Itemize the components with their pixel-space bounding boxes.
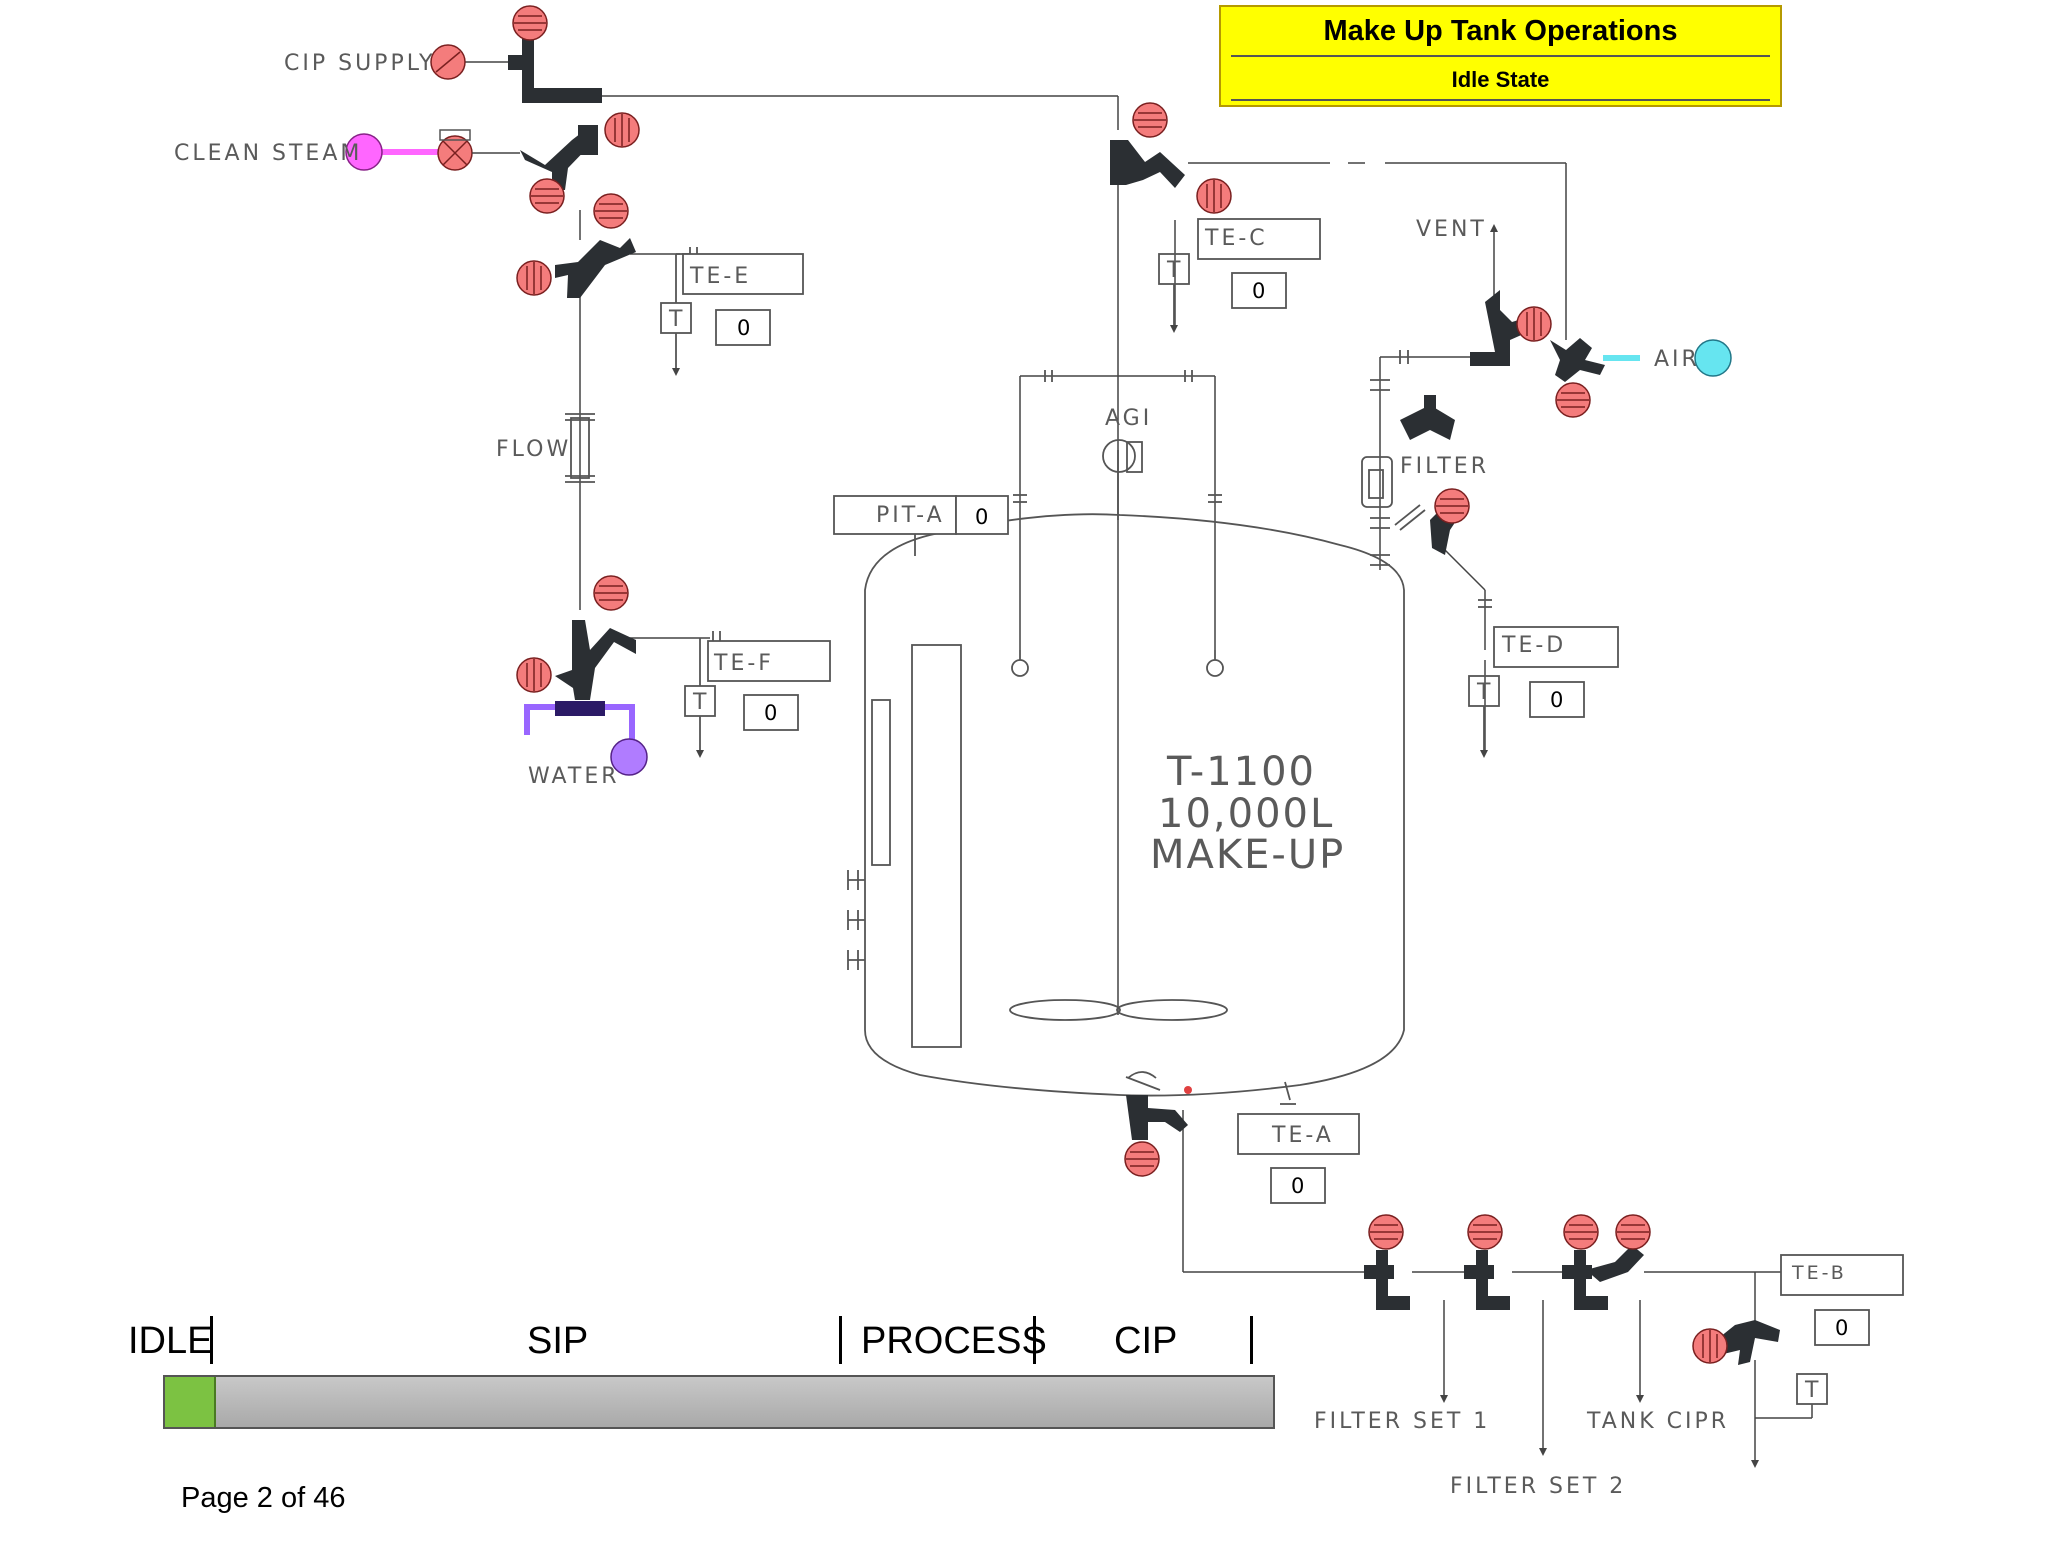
cip-supply-label: CIP SUPPLY <box>284 51 435 76</box>
title-underline <box>1231 99 1770 101</box>
te-d-probe-marker: T <box>1476 680 1491 705</box>
cip-supply-valve-icon[interactable] <box>508 30 602 103</box>
tank-name: MAKE-UP <box>1150 832 1345 878</box>
title-banner: Make Up Tank Operations Idle State <box>1219 5 1782 107</box>
te-e-value: 0 <box>737 316 750 340</box>
filter-vent-valve-icon[interactable] <box>1400 395 1455 440</box>
pit-a-value: 0 <box>975 505 988 529</box>
te-c-value: 0 <box>1252 279 1265 303</box>
filter-set-1-valve-icon[interactable] <box>1364 1250 1410 1310</box>
vent-label: VENT <box>1416 217 1487 242</box>
state-label: Idle State <box>1451 67 1550 92</box>
te-f-value: 0 <box>764 701 777 725</box>
piping <box>460 61 1813 1460</box>
pit-a-tag: PIT-A <box>876 503 945 528</box>
instrument-boxes <box>682 218 1904 1346</box>
tank-id: T-1100 <box>1166 749 1316 795</box>
te-e-tag: TE-E <box>689 264 751 289</box>
clean-steam-source-icon[interactable] <box>345 133 383 171</box>
water-manifold <box>555 701 605 716</box>
flow-arrows <box>672 224 1759 1468</box>
te-c-tag: TE-C <box>1204 226 1268 251</box>
flow-meter <box>565 413 595 483</box>
bottom-outlet-valve-icon[interactable] <box>1126 1095 1188 1140</box>
water-source-icon[interactable] <box>610 738 648 776</box>
vent-valve-icon[interactable] <box>1470 290 1528 366</box>
flow-label: FLOW <box>496 437 571 462</box>
filter-set-1-label: FILTER SET 1 <box>1314 1409 1490 1434</box>
tank-cipr-label: TANK CIPR <box>1586 1409 1729 1434</box>
stage-divider <box>839 1316 842 1364</box>
stage-progress-bar <box>163 1375 1275 1429</box>
stage-sip-label: SIP <box>527 1320 589 1362</box>
stage-divider <box>1033 1316 1036 1364</box>
te-c-valve-icon[interactable] <box>1110 140 1185 188</box>
air-valve-icon[interactable] <box>1550 338 1605 382</box>
title-divider <box>1231 55 1770 57</box>
stage-process-label: PROCESS <box>861 1320 1047 1362</box>
filter-housing <box>1361 350 1426 566</box>
te-b-probe-marker: T <box>1804 1378 1819 1403</box>
water-valve-icon[interactable] <box>555 620 636 700</box>
te-a-value: 0 <box>1291 1174 1304 1198</box>
te-d-value: 0 <box>1550 688 1563 712</box>
te-b-value: 0 <box>1835 1316 1848 1340</box>
te-b-tag: TE-B <box>1791 1262 1847 1284</box>
te-b-valve-icon[interactable] <box>1710 1320 1780 1365</box>
te-f-tag: TE-F <box>713 651 774 676</box>
tank-cipr-valve-icon[interactable] <box>1562 1245 1644 1310</box>
te-a-tag: TE-A <box>1271 1123 1334 1148</box>
stage-divider <box>210 1316 213 1364</box>
te-f-probe-marker: T <box>692 690 707 715</box>
stage-divider <box>1250 1316 1253 1364</box>
te-d-tag: TE-D <box>1501 633 1566 658</box>
agi-label: AGI <box>1105 406 1152 431</box>
air-source-icon[interactable] <box>1694 339 1732 377</box>
stage-progress-fill <box>165 1377 216 1427</box>
filter-set-2-label: FILTER SET 2 <box>1450 1474 1626 1499</box>
filter-label: FILTER <box>1400 454 1489 479</box>
page-number: Page 2 of 46 <box>181 1482 346 1514</box>
stage-cip-label: CIP <box>1114 1320 1178 1362</box>
clean-steam-label: CLEAN STEAM <box>174 141 362 166</box>
te-e-probe-marker: T <box>668 307 683 332</box>
filter-set-2-valve-icon[interactable] <box>1464 1250 1510 1310</box>
water-label: WATER <box>528 764 620 789</box>
te-c-probe-marker: T <box>1166 258 1181 283</box>
steam-block-valve-icon[interactable] <box>520 125 598 190</box>
stage-idle-label: IDLE <box>128 1320 213 1362</box>
tank-vessel <box>847 370 1405 1097</box>
page-title: Make Up Tank Operations <box>1323 15 1678 47</box>
air-label: AIR <box>1654 347 1700 372</box>
tank-capacity: 10,000L <box>1158 791 1334 837</box>
te-e-valve-icon[interactable] <box>555 238 636 298</box>
